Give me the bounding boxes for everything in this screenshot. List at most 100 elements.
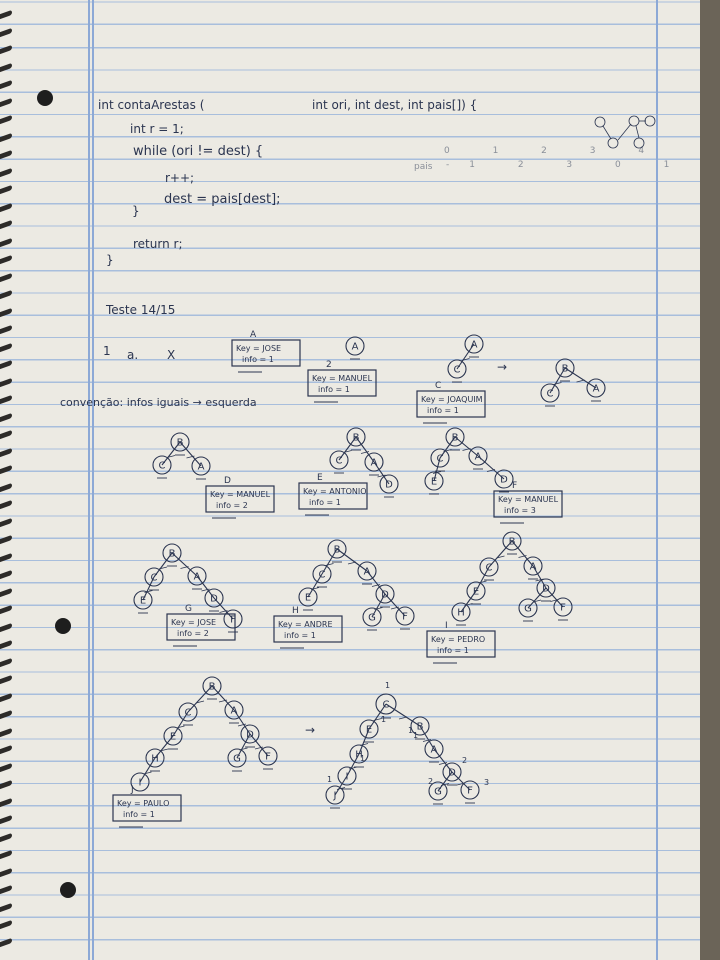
tree-edge (368, 703, 387, 730)
tree-node-label: G (233, 754, 241, 765)
graph-edge (617, 123, 632, 141)
record-key: Key = MANUEL (498, 495, 559, 504)
record-info: info = 1 (284, 631, 316, 640)
tree-edge (527, 587, 547, 609)
tree-node-label: C (159, 461, 166, 472)
edge-mark (461, 358, 470, 361)
tree-node (494, 469, 514, 489)
tree-node-label: I (139, 778, 142, 789)
tree-node-label: G (434, 787, 442, 798)
tree-node (170, 432, 190, 452)
tree-edge (549, 367, 566, 394)
tree-edge (437, 771, 453, 792)
tree-node (298, 587, 318, 607)
tree-node-label: C (319, 570, 326, 581)
tree-node (337, 766, 357, 786)
edge-mark (144, 590, 153, 593)
tree-node (460, 780, 480, 800)
tree-node (258, 746, 278, 766)
tree-edge (154, 735, 174, 759)
margin-line-right (656, 0, 658, 960)
tree-node-label: B (417, 722, 424, 733)
edge-mark (158, 566, 168, 570)
tree-node (329, 450, 349, 470)
edge-mark (518, 555, 527, 558)
tree-node (424, 739, 444, 759)
tree-node-label: C (437, 454, 444, 465)
record-card (307, 369, 377, 397)
test-title: Teste 14/15 (106, 303, 176, 317)
binder-hole-middle (55, 618, 71, 634)
tree-node-label: A (352, 342, 359, 353)
tree-node-label: A (194, 572, 201, 583)
code-line-6: } (132, 204, 140, 218)
tree-node (375, 693, 397, 715)
tree-node (451, 602, 471, 622)
tree-node (133, 590, 153, 610)
tree-node (191, 456, 211, 476)
edge-mark (237, 723, 247, 727)
tree-node (178, 702, 198, 722)
tree-node (379, 474, 399, 494)
tree-node-label: C (486, 563, 493, 574)
tree-node (202, 676, 222, 696)
record-card (426, 630, 496, 658)
convention-note: convenção: infos iguais → esquerda (60, 396, 257, 409)
record-key: Key = MANUEL (210, 490, 271, 499)
edge-mark (496, 555, 505, 559)
record-card (416, 390, 486, 418)
edge-mark (159, 748, 169, 752)
record-key: Key = JOSE (171, 618, 216, 627)
tree-node-label: E (140, 596, 146, 607)
tree-node (187, 566, 207, 586)
code-line-4: r++; (165, 171, 195, 185)
tree-node (424, 471, 444, 491)
code-line-1: int contaArestas ( (98, 98, 205, 112)
array-values-row: -1 2 3 0 1 (446, 160, 690, 170)
record-info: info = 1 (427, 406, 459, 415)
tree-node-label: C (547, 389, 554, 400)
record-letter: I (445, 621, 448, 631)
code-line-3: while (ori != dest) { (133, 144, 264, 159)
balance-number: 2 (428, 777, 433, 786)
tree-node (364, 452, 384, 472)
mark-x: X (167, 348, 176, 362)
edge-mark (371, 584, 381, 587)
edge-mark (176, 725, 185, 729)
tree-edge (346, 753, 360, 777)
binder-hole-top (37, 90, 53, 106)
tree-node-label: E (305, 593, 311, 604)
edge-mark (390, 606, 400, 610)
record-card (273, 615, 343, 643)
tree-node (523, 556, 543, 576)
record-key: Key = ANTONIO (303, 487, 367, 496)
tree-node-label: F (402, 612, 408, 623)
record-info: info = 2 (216, 501, 248, 510)
graph-node (644, 115, 656, 127)
edge-mark (576, 379, 585, 383)
tree-edge (249, 733, 269, 757)
edge-mark (553, 382, 562, 385)
tree-node (430, 448, 450, 468)
tree-node-label: D (210, 594, 218, 605)
tree-node (553, 597, 573, 617)
tree-node (395, 606, 415, 626)
tree-node (479, 557, 499, 577)
record-card (231, 339, 301, 367)
tree-edge (511, 540, 534, 567)
tree-node-label: J (333, 791, 337, 802)
tree-node (325, 785, 345, 805)
tree-node (410, 716, 430, 736)
tree-edge (334, 775, 348, 796)
record-key: Key = JOAQUIM (421, 395, 483, 404)
tree-node-label: C (454, 365, 461, 376)
tree-edge (307, 573, 323, 598)
tree-edge (213, 597, 234, 620)
tree-node-label: F (560, 603, 566, 614)
record-info: info = 1 (309, 498, 341, 507)
graph-node (594, 116, 606, 128)
margin-line-left-inner (92, 0, 94, 960)
tree-edge (456, 343, 475, 370)
tree-edge (419, 725, 435, 750)
